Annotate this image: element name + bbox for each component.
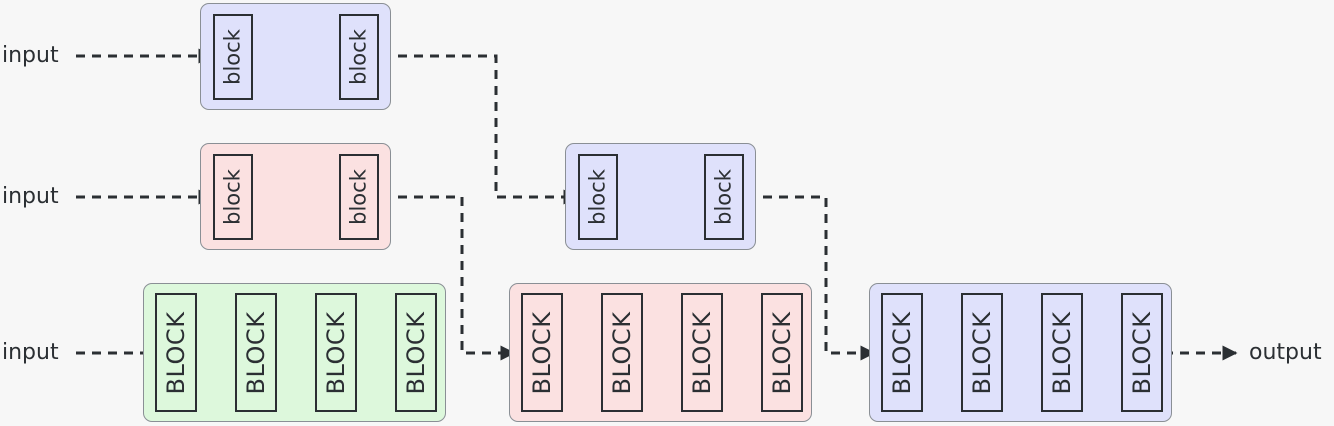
block-node: block [339, 154, 379, 240]
input-label-bottom: input [2, 340, 59, 365]
block-label: block [346, 29, 371, 85]
conn-top-to-midcenter [382, 54, 579, 205]
conn-mid-to-bottomcenter [382, 195, 516, 361]
block-node: BLOCK [155, 293, 197, 412]
block-label: BLOCK [688, 311, 716, 394]
block-node: block [213, 154, 253, 240]
block-node: BLOCK [315, 293, 357, 412]
block-label: BLOCK [242, 311, 270, 394]
block-node: block [578, 154, 618, 240]
group-bottom-left: BLOCK BLOCK BLOCK BLOCK [143, 283, 446, 422]
block-node: BLOCK [1041, 293, 1083, 412]
block-label: BLOCK [888, 311, 916, 394]
block-label: BLOCK [322, 311, 350, 394]
block-label: BLOCK [1128, 311, 1156, 394]
block-label: block [585, 169, 610, 225]
block-label: BLOCK [968, 311, 996, 394]
block-label: block [220, 169, 245, 225]
block-node: BLOCK [395, 293, 437, 412]
output-label: output [1249, 340, 1322, 365]
block-node: block [704, 154, 744, 240]
block-node: BLOCK [235, 293, 277, 412]
block-label: block [711, 169, 736, 225]
block-node: BLOCK [601, 293, 643, 412]
block-node: block [339, 14, 379, 100]
block-node: BLOCK [961, 293, 1003, 412]
block-label: block [220, 29, 245, 85]
block-label: BLOCK [608, 311, 636, 394]
block-node: BLOCK [681, 293, 723, 412]
group-bottom-right: BLOCK BLOCK BLOCK BLOCK [869, 283, 1172, 422]
block-node: BLOCK [521, 293, 563, 412]
block-label: BLOCK [402, 311, 430, 394]
block-node: BLOCK [881, 293, 923, 412]
group-mid-left: block block [200, 143, 391, 250]
group-top-left: block block [200, 3, 391, 110]
block-label: BLOCK [1048, 311, 1076, 394]
block-label: BLOCK [768, 311, 796, 394]
block-label: block [346, 169, 371, 225]
block-node: BLOCK [1121, 293, 1163, 412]
block-node: BLOCK [761, 293, 803, 412]
conn-midcenter-to-bottomright [747, 195, 876, 361]
input-label-top: input [2, 43, 59, 68]
group-bottom-center: BLOCK BLOCK BLOCK BLOCK [509, 283, 812, 422]
block-node: block [213, 14, 253, 100]
input-label-mid: input [2, 184, 59, 209]
block-label: BLOCK [528, 311, 556, 394]
group-mid-center: block block [565, 143, 756, 250]
block-label: BLOCK [162, 311, 190, 394]
